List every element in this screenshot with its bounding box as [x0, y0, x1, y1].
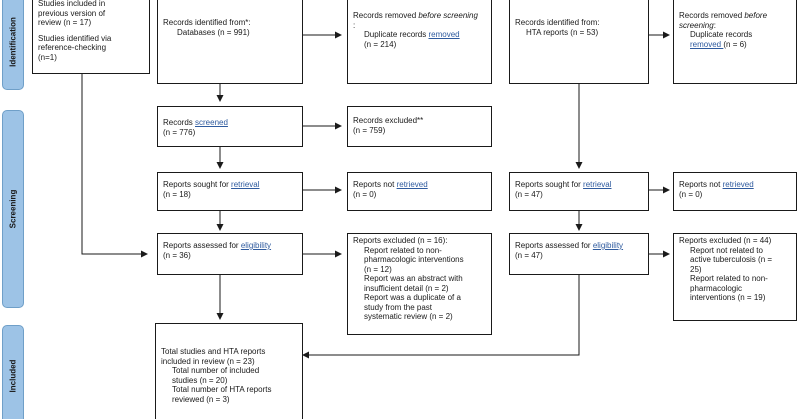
db-reports-not-retrieved-box: Reports not retrieved (n = 0)	[347, 172, 492, 211]
phase-included: Included	[2, 325, 24, 419]
phase-identification: Identification	[2, 0, 24, 90]
hta-exclusion-line: interventions (n = 19)	[690, 293, 766, 302]
db-records-screened-box: Records screened (n = 776)	[157, 106, 303, 147]
db-exclusion-line: insufficient detail (n = 2)	[364, 283, 449, 293]
hta-reports-excluded-box: Reports excluded (n = 44) Report not rel…	[673, 233, 797, 321]
db-records-removed-box: Records removed before screening before …	[347, 0, 492, 84]
phase-screening: Screening	[2, 110, 24, 308]
hta-exclusion-line: Report not related to	[690, 245, 763, 255]
db-records-excluded-box: Records excluded** (n = 759)	[347, 106, 492, 147]
db-reports-sought-box: Reports sought for retrieval (n = 18)	[157, 172, 303, 211]
arrow-hta-assessed-to-included	[302, 275, 580, 359]
hta-exclusion-line: Report related to non-	[690, 274, 768, 283]
hta-exclusion-line: pharmacologic	[690, 283, 743, 293]
hta-exclusion-line: 25)	[690, 264, 702, 274]
db-exclusion-line: Report was an abstract with	[364, 274, 463, 283]
db-exclusion-line: systematic review (n = 2)	[364, 312, 453, 321]
hta-exclusion-line: active tuberculosis (n =	[690, 255, 773, 264]
db-exclusion-line: pharmacologic interventions	[364, 255, 464, 264]
db-exclusion-line: study from the past	[364, 302, 433, 312]
hta-reports-not-retrieved-box: Reports not retrieved (n = 0)	[673, 172, 797, 211]
db-reports-excluded-title: Reports excluded (n = 16):	[353, 236, 448, 245]
hta-records-identified-box: Records identified from: HTA reports (n …	[509, 0, 649, 84]
included-total-box: Total studies and HTA reports included i…	[155, 323, 303, 419]
hta-reports-sought-box: Reports sought for retrieval (n = 47)	[509, 172, 649, 211]
db-exclusion-line: Report was a duplicate of a	[364, 293, 461, 302]
db-reports-assessed-box: Reports assessed for eligibility (n = 36…	[157, 233, 303, 275]
arrow-previous-to-assessed	[81, 66, 148, 258]
db-records-identified-box: Records identified from*: Databases (n =…	[157, 0, 303, 84]
db-exclusion-line: Report related to non-	[364, 245, 442, 255]
hta-reports-assessed-box: Reports assessed for eligibility (n = 47…	[509, 233, 649, 275]
hta-reports-excluded-title: Reports excluded (n = 44)	[679, 236, 772, 245]
previous-studies-box: Studies included in previous version of …	[32, 0, 150, 74]
db-reports-excluded-box: Reports excluded (n = 16): Report relate…	[347, 233, 492, 335]
db-exclusion-line: (n = 12)	[364, 264, 392, 274]
hta-records-removed-box: Records removed before screening: Duplic…	[673, 0, 797, 84]
